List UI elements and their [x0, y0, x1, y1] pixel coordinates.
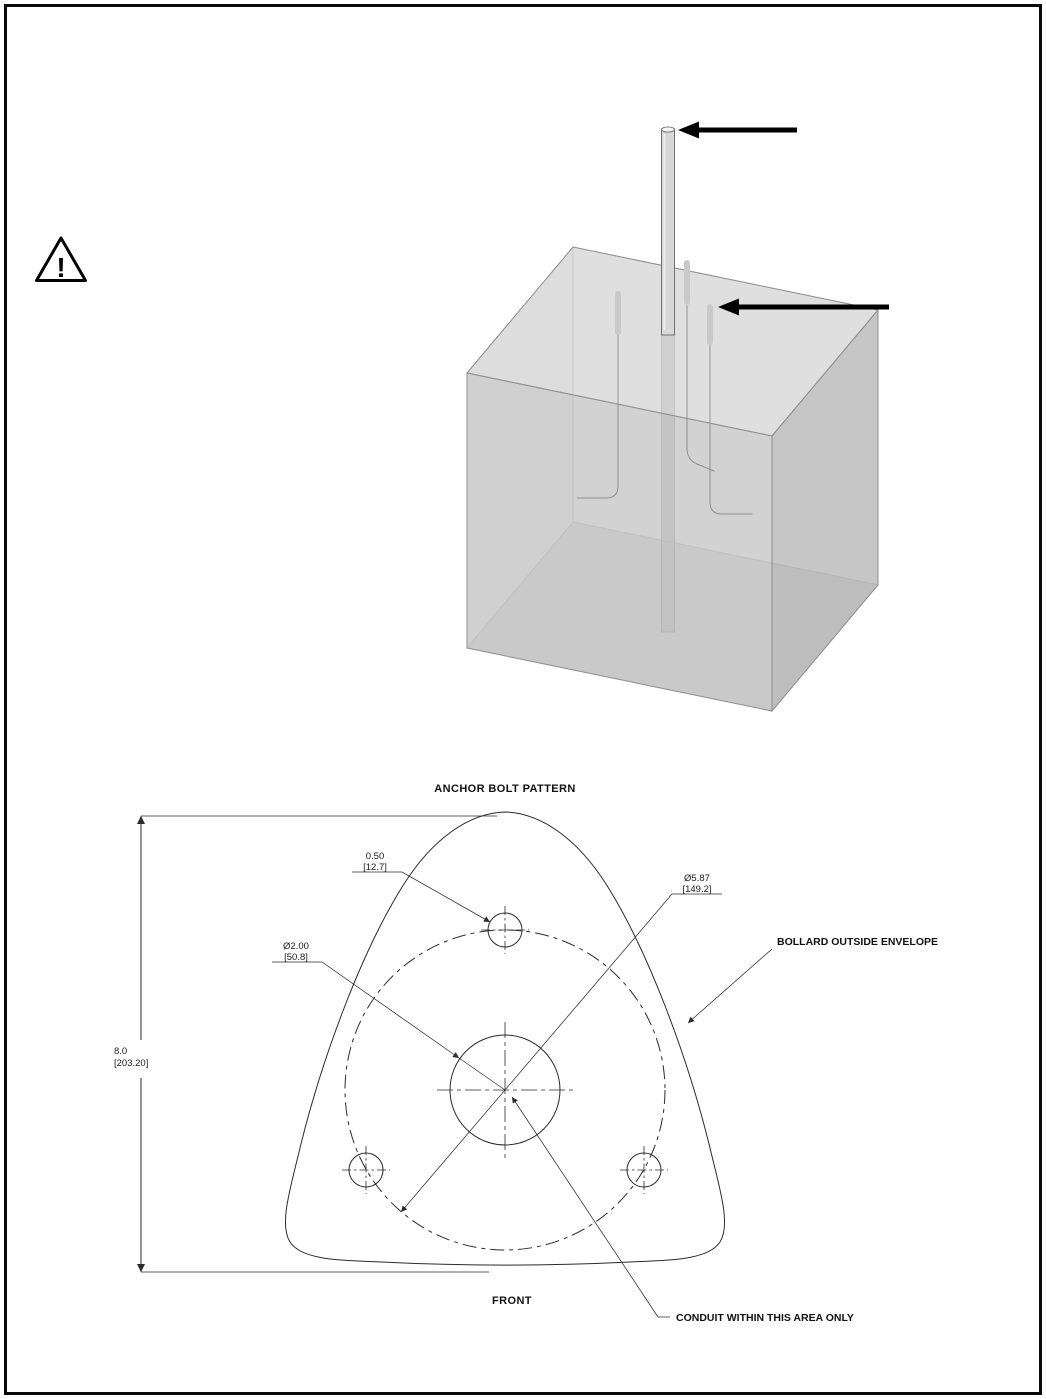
bolt-circle-dia-inches: Ø5.87: [684, 873, 710, 884]
leader-line: [352, 871, 491, 923]
conduit-note-text: CONDUIT WITHIN THIS AREA ONLY: [676, 1312, 854, 1324]
conduit-arrow-head: [678, 121, 699, 139]
conduit-dia-dimension: Ø2.00 [50.8]: [272, 941, 506, 1091]
bolt-hole-dim-mm: [12.7]: [363, 862, 387, 873]
bolt-hole-top: [481, 906, 529, 954]
leader-line-extension: [458, 1057, 506, 1091]
drawing-title: ANCHOR BOLT PATTERN: [434, 783, 575, 795]
bolt-hole-dim-inches: 0.50: [366, 851, 385, 862]
bolt-hole-dimension: 0.50 [12.7]: [352, 851, 491, 923]
bolt-arrow-head: [718, 298, 739, 316]
conduit-exposed-section: [661, 128, 675, 336]
anchor-bolt-callout-arrow: [718, 298, 889, 316]
warning-triangle-outline: [35, 236, 87, 282]
bolt-circle-dashed: [344, 929, 666, 1251]
height-dim-inches: 8.0: [114, 1046, 127, 1057]
leader-line: [272, 961, 460, 1059]
warning-exclamation: !: [56, 252, 65, 283]
leader-line: [511, 1096, 659, 1318]
leader-diameter-line: [400, 967, 610, 1213]
bolt-hole-bottom-right: [620, 1146, 668, 1194]
envelope-note-text: BOLLARD OUTSIDE ENVELOPE: [777, 936, 938, 948]
bollard-outline: [284, 811, 726, 1266]
envelope-note: BOLLARD OUTSIDE ENVELOPE: [687, 936, 938, 1024]
height-dim-mm: [203.20]: [114, 1058, 148, 1069]
foundation-isometric-figure: [466, 121, 889, 713]
leader-line: [608, 893, 722, 969]
conduit-dia-mm: [50.8]: [284, 952, 308, 963]
front-view-label: FRONT: [492, 1295, 532, 1307]
conduit-note: CONDUIT WITHIN THIS AREA ONLY: [511, 1096, 854, 1324]
bolt-circle-dia-dimension: Ø5.87 [149.2]: [400, 873, 722, 1213]
bolt-hole-bottom-left: [342, 1146, 390, 1194]
conduit-open-end: [661, 126, 675, 133]
height-dimension: 8.0 [203.20]: [114, 815, 497, 1273]
warning-triangle-icon: !: [35, 236, 87, 283]
conduit-callout-arrow: [678, 121, 797, 139]
conduit-dia-inches: Ø2.00: [283, 941, 309, 952]
concrete-right-face: [771, 308, 879, 713]
anchor-bolt-pattern-drawing: ANCHOR BOLT PATTERN: [114, 783, 938, 1324]
bolt-circle-dia-mm: [149.2]: [682, 884, 711, 895]
leader-line: [687, 948, 773, 1024]
